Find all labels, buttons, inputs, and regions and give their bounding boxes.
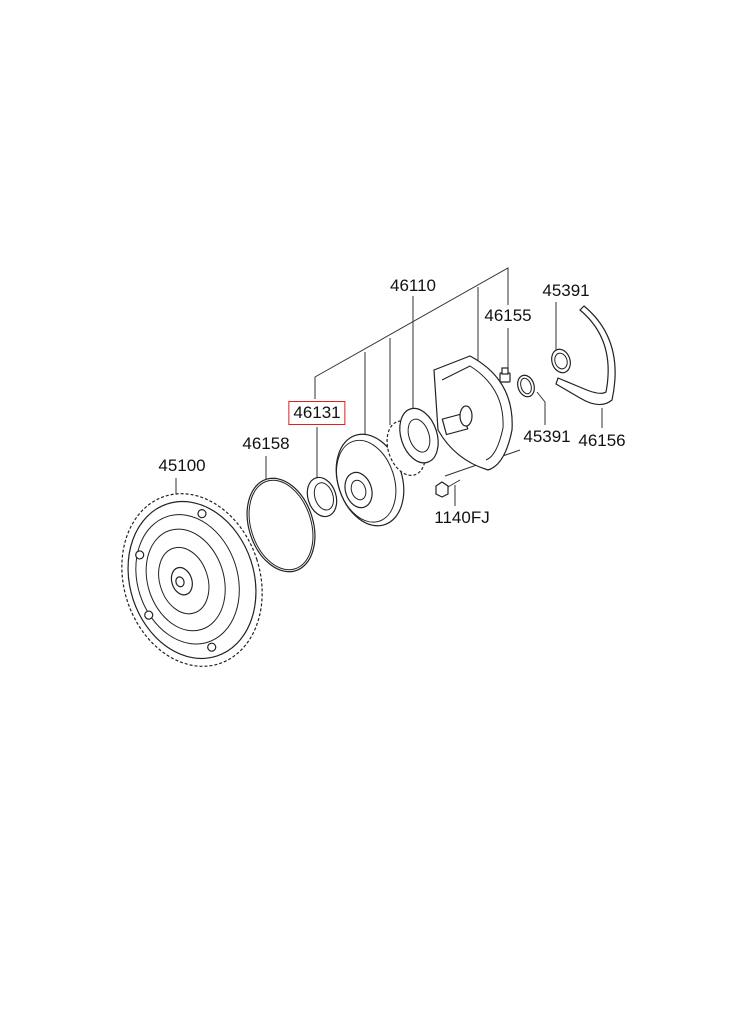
part-label-45391-bottom[interactable]: 45391 [523, 427, 571, 446]
part-label-46158[interactable]: 46158 [242, 434, 290, 453]
gasket-drawing [555, 305, 616, 406]
part-label-45100[interactable]: 45100 [158, 456, 206, 475]
part-label-46110[interactable]: 46110 [389, 276, 437, 295]
pump-gears-drawing [386, 407, 439, 476]
part-label-46156[interactable]: 46156 [578, 431, 626, 450]
torque-converter-drawing [121, 493, 263, 667]
bolt-drawing [435, 479, 461, 498]
pump-body-drawing [433, 355, 513, 471]
oil-seal-drawing [306, 476, 338, 518]
pump-cover-drawing [335, 433, 405, 527]
o-ring-drawing [246, 477, 316, 573]
part-label-45391-top[interactable]: 45391 [542, 281, 590, 300]
part-label-1140FJ[interactable]: 1140FJ [434, 508, 490, 527]
plug-drawing [499, 367, 511, 383]
seal-ring-drawings [517, 348, 571, 398]
part-label-46131-highlighted[interactable]: 46131 [288, 401, 346, 425]
part-label-46155[interactable]: 46155 [484, 306, 532, 325]
